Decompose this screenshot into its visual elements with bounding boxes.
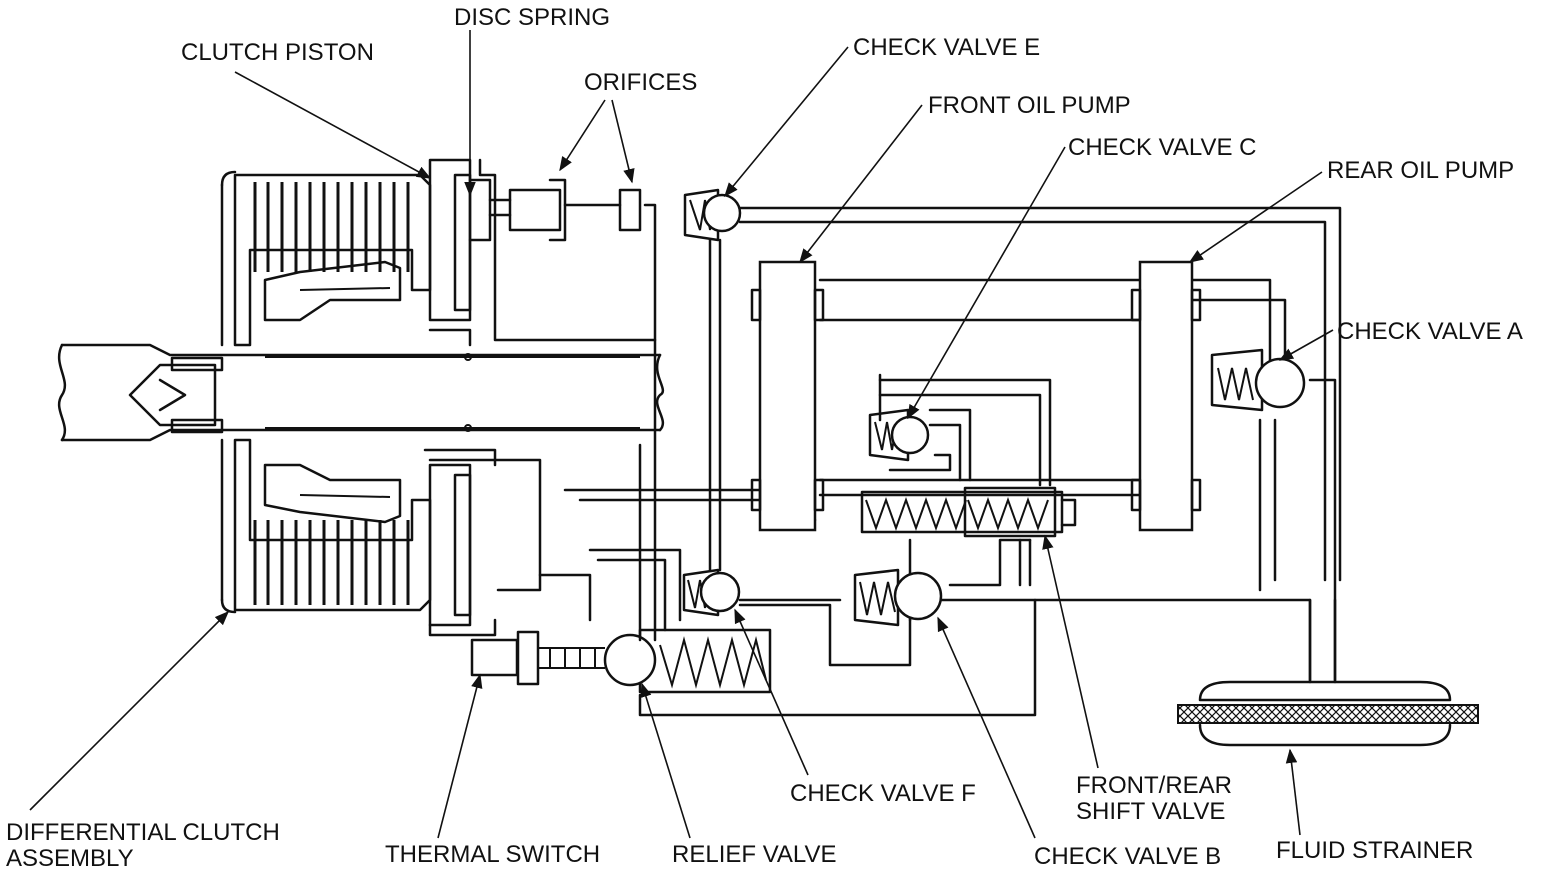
label-differential-clutch-line2: ASSEMBLY	[6, 845, 134, 872]
front-rear-shift-valve-part	[860, 486, 1077, 538]
check-valve-b-part	[853, 568, 943, 627]
thermal-switch	[470, 630, 605, 686]
leader-thermal-switch	[437, 673, 483, 839]
leader-front-oil-pump	[799, 104, 923, 264]
check-valve-a-part	[1210, 348, 1306, 412]
labels: DISC SPRING CLUTCH PISTON ORIFICES CHECK…	[6, 4, 1523, 872]
hydraulic-lines	[428, 206, 1342, 682]
leader-differential-clutch	[29, 610, 230, 811]
shaft-upper-edge	[60, 343, 662, 357]
leader-lines	[29, 30, 1334, 839]
shaft-break-left	[57, 343, 67, 442]
leader-clutch-piston	[234, 71, 432, 179]
rear-oil-pump	[1130, 260, 1202, 532]
leader-check-valve-e	[724, 46, 849, 198]
casing-upper-right	[478, 158, 657, 342]
leader-shift-valve	[1042, 534, 1099, 769]
label-fluid-strainer: FLUID STRAINER	[1276, 837, 1473, 864]
leader-check-valve-b	[937, 616, 1036, 839]
leader-check-valve-f	[734, 608, 809, 776]
shaft-lower-edge	[60, 428, 662, 442]
relief-valve-spring	[659, 636, 767, 689]
shaft-break-right	[655, 353, 665, 432]
check-valve-f-part	[682, 568, 741, 617]
check-valve-c-part	[868, 408, 930, 462]
label-relief-valve: RELIEF VALVE	[672, 841, 837, 868]
label-clutch-piston: CLUTCH PISTON	[181, 39, 374, 66]
label-differential-clutch-line1: DIFFERENTIAL CLUTCH	[6, 819, 280, 846]
label-check-valve-a: CHECK VALVE A	[1337, 318, 1523, 345]
relief-valve	[603, 598, 1037, 717]
clutch-piston-lower	[428, 463, 472, 627]
shaft-stub	[128, 363, 217, 427]
leader-rear-oil-pump	[1188, 171, 1323, 263]
label-check-valve-f: CHECK VALVE F	[790, 780, 976, 807]
hub-upper	[263, 260, 402, 322]
orifice-body	[508, 188, 562, 232]
leader-orifice-1	[559, 99, 606, 172]
disc-spring-part	[468, 178, 492, 242]
front-oil-pump	[750, 260, 825, 532]
clutch-piston-upper	[428, 158, 472, 322]
leader-relief-valve	[640, 682, 691, 839]
leader-fluid-strainer	[1285, 748, 1301, 836]
relief-valve-ball	[603, 633, 657, 687]
check-valve-e-part	[683, 188, 742, 242]
label-shift-valve-line2: SHIFT VALVE	[1076, 798, 1225, 825]
label-orifices: ORIFICES	[584, 69, 697, 96]
hub-lower	[263, 463, 402, 524]
fluid-strainer-part	[1177, 598, 1479, 747]
leader-check-valve-a	[1278, 329, 1334, 361]
label-disc-spring: DISC SPRING	[454, 4, 610, 31]
label-check-valve-c: CHECK VALVE C	[1068, 134, 1257, 161]
label-shift-valve-line1: FRONT/REAR	[1076, 772, 1232, 799]
label-front-oil-pump: FRONT OIL PUMP	[928, 92, 1131, 119]
housing-upper	[233, 173, 432, 347]
shaft-tip	[158, 378, 187, 412]
label-check-valve-b: CHECK VALVE B	[1034, 843, 1221, 870]
label-rear-oil-pump: REAR OIL PUMP	[1327, 157, 1514, 184]
housing-lower	[233, 438, 432, 612]
differential-clutch-assembly	[57, 158, 665, 637]
label-check-valve-e: CHECK VALVE E	[853, 34, 1040, 61]
clutch-plates-lower	[253, 520, 410, 605]
label-thermal-switch: THERMAL SWITCH	[385, 841, 600, 868]
leader-orifice-2	[611, 99, 635, 184]
clutch-plates-upper	[253, 182, 410, 272]
leader-check-valve-c	[907, 146, 1066, 420]
